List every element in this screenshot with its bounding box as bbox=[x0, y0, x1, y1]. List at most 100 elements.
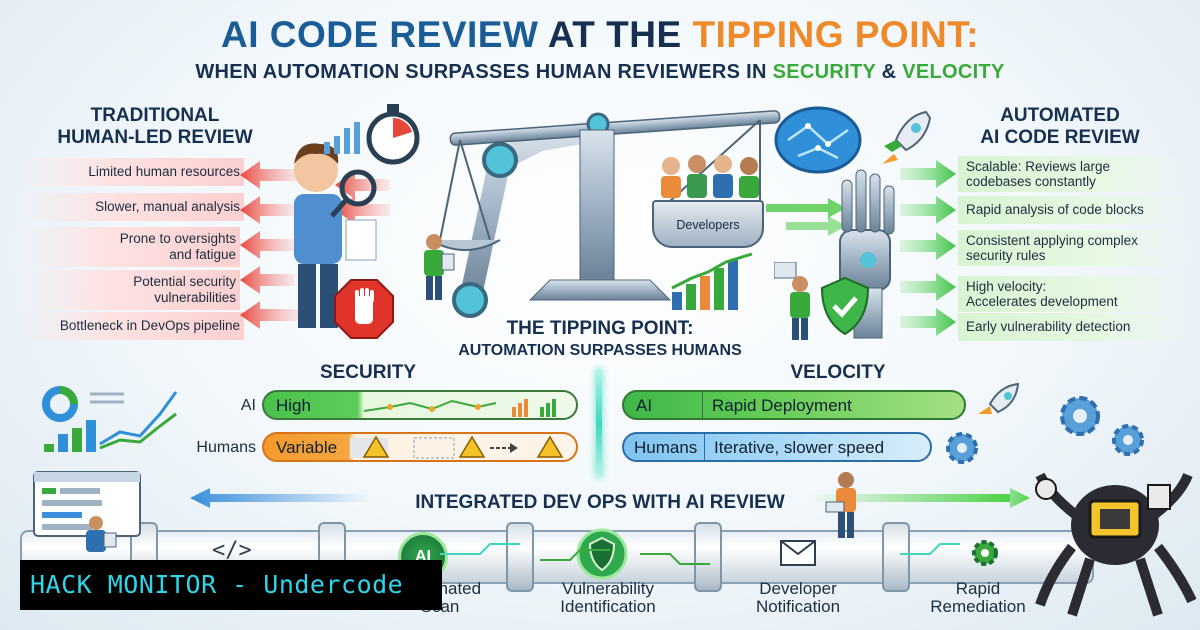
subtitle-ampersand: & bbox=[881, 61, 897, 83]
developers-label: Developers bbox=[676, 218, 740, 232]
small-gear-icon bbox=[946, 432, 978, 464]
pipe-joint bbox=[694, 522, 722, 592]
security-humans-value: Variable bbox=[276, 438, 338, 457]
page-subtitle: WHEN AUTOMATION SURPASSES HUMAN REVIEWER… bbox=[0, 61, 1200, 84]
commit-developer-illustration bbox=[86, 516, 117, 552]
growth-bars-icon bbox=[671, 252, 753, 310]
code-screen-icon bbox=[33, 471, 141, 537]
automated-item-text: High velocity: bbox=[966, 279, 1047, 294]
developers-bucket: Developers bbox=[652, 200, 764, 248]
traditional-item-text: Slower, manual analysis bbox=[95, 199, 240, 214]
velocity-humans-label: Humans bbox=[634, 438, 698, 457]
automated-item-text: Rapid analysis of code blocks bbox=[966, 202, 1144, 217]
velocity-ai-value: Rapid Deployment bbox=[712, 396, 852, 415]
security-ai-value: High bbox=[276, 396, 311, 415]
subtitle-security: SECURITY bbox=[772, 61, 876, 83]
remediation-gear-icon bbox=[972, 540, 998, 566]
developer-with-screen-illustration bbox=[774, 262, 810, 340]
automated-item-text: Scalable: Reviews large bbox=[966, 159, 1111, 174]
tipping-point-title: THE TIPPING POINT: bbox=[506, 318, 694, 339]
pipeline-arrows bbox=[190, 488, 1030, 508]
automated-item-text: Consistent applying complex bbox=[966, 233, 1138, 248]
circuit-lines bbox=[440, 543, 960, 565]
automated-item-text: Early vulnerability detection bbox=[966, 319, 1131, 334]
octopus-mascot-illustration bbox=[1035, 472, 1197, 617]
analytics-dashboard-icon bbox=[42, 386, 178, 452]
security-ai-bar: High bbox=[262, 390, 578, 420]
automated-item: Early vulnerability detection bbox=[958, 313, 1191, 341]
bar-chart-icon bbox=[324, 122, 360, 154]
paper-icon bbox=[345, 219, 377, 261]
traditional-item-text: Bottleneck in DevOps pipeline bbox=[59, 318, 240, 333]
security-ai-label: AI bbox=[240, 397, 256, 414]
warning-icons-row bbox=[350, 435, 564, 459]
developer-group-illustration bbox=[661, 155, 759, 198]
pipeline-stage-text: Vulnerability bbox=[562, 579, 654, 598]
stop-hand-icon bbox=[334, 279, 394, 339]
balance-scale-illustration bbox=[430, 110, 781, 318]
shield-check-icon bbox=[820, 276, 870, 336]
traditional-item-text: Limited human resources bbox=[88, 164, 240, 179]
green-arrow-icon bbox=[900, 160, 956, 336]
automated-item: Rapid analysis of code blocks bbox=[958, 196, 1191, 224]
ai-brain-icon bbox=[774, 106, 862, 174]
rocket-icon bbox=[882, 110, 932, 164]
automated-item-text: security rules bbox=[966, 248, 1046, 263]
title-part-tipping-point: TIPPING POINT: bbox=[692, 14, 980, 55]
subtitle-main: WHEN AUTOMATION SURPASSES HUMAN REVIEWER… bbox=[195, 61, 767, 83]
security-trend-line bbox=[363, 399, 497, 412]
title-part-ai-code-review: AI CODE REVIEW bbox=[220, 14, 539, 55]
traditional-item-text: Potential security bbox=[133, 274, 236, 289]
automated-item: High velocity:Accelerates development bbox=[958, 276, 1183, 312]
hack-monitor-watermark: HACK MONITOR - Undercode bbox=[20, 560, 442, 610]
page-title: AI CODE REVIEW AT THE TIPPING POINT: bbox=[0, 14, 1200, 56]
pipeline-stage-text: Identification bbox=[560, 597, 656, 616]
velocity-heading: VELOCITY bbox=[790, 362, 886, 383]
security-humans-label: Humans bbox=[196, 439, 256, 456]
traditional-item-text: Prone to oversights bbox=[119, 231, 236, 246]
automated-item-text: codebases constantly bbox=[966, 174, 1096, 189]
velocity-ai-label: AI bbox=[636, 396, 653, 415]
pipeline-stage-text: Rapid bbox=[955, 579, 1001, 598]
traditional-item: Bottleneck in DevOps pipeline bbox=[20, 312, 244, 340]
automated-heading: AUTOMATED AI CODE REVIEW bbox=[980, 105, 1140, 148]
envelope-icon bbox=[780, 540, 816, 566]
green-arrows-illustration bbox=[900, 160, 956, 336]
velocity-humans-bar: Humans Iterative, slower speed bbox=[622, 432, 932, 462]
stopwatch-icon bbox=[366, 104, 420, 165]
stressed-developer-illustration bbox=[294, 143, 377, 328]
automated-item-text: Accelerates development bbox=[966, 294, 1118, 309]
security-mini-bars-icon bbox=[512, 399, 556, 417]
pipe-joint bbox=[882, 522, 910, 592]
head-shape bbox=[294, 148, 338, 192]
magnifier-icon bbox=[339, 169, 377, 207]
traditional-item-text: and fatigue bbox=[169, 247, 236, 262]
center-green-arrows bbox=[766, 198, 846, 236]
shield-stage-icon bbox=[576, 528, 628, 580]
security-heading: SECURITY bbox=[319, 362, 417, 383]
velocity-humans-value: Iterative, slower speed bbox=[714, 438, 885, 457]
center-divider bbox=[596, 368, 602, 478]
gears-icon bbox=[1060, 396, 1144, 456]
pipeline-stage-text: Developer bbox=[759, 579, 837, 598]
velocity-ai-bar: AI Rapid Deployment bbox=[622, 390, 966, 420]
traditional-item: Limited human resources bbox=[20, 158, 244, 186]
traditional-heading: TRADITIONAL HUMAN-LED REVIEW bbox=[57, 105, 253, 148]
pipeline-stage-text: Remediation bbox=[930, 597, 1026, 616]
velocity-rocket-icon bbox=[978, 382, 1020, 414]
code-icon: </> bbox=[212, 538, 252, 563]
tipping-point-subtitle: AUTOMATION SURPASSES HUMANS bbox=[458, 342, 742, 359]
traditional-item: Slower, manual analysis bbox=[20, 193, 244, 221]
pipeline-title: INTEGRATED DEV OPS WITH AI REVIEW bbox=[415, 492, 785, 513]
developer-with-laptop-illustration bbox=[825, 472, 856, 538]
warning-icon bbox=[362, 435, 390, 458]
traditional-item-text: vulnerabilities bbox=[154, 290, 236, 305]
subtitle-velocity: VELOCITY bbox=[902, 61, 1005, 83]
